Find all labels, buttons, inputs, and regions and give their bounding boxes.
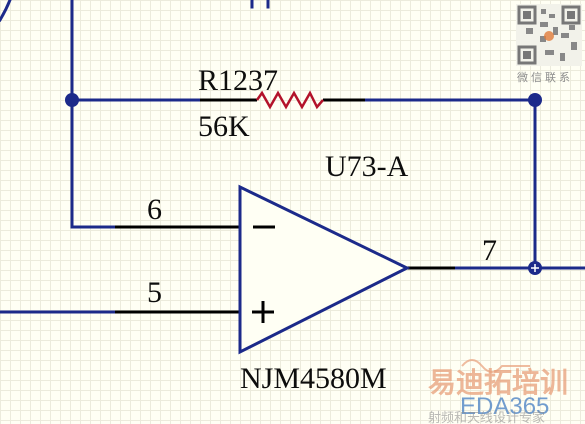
qr-code-icon — [516, 4, 582, 66]
pin-label-7: 7 — [482, 234, 497, 267]
capacitor-stub — [250, 0, 270, 9]
pin-label-5: 5 — [147, 276, 162, 309]
pin-label-6: 6 — [147, 193, 162, 226]
resistor-symbol[interactable] — [255, 90, 324, 110]
plus-sign-icon — [252, 301, 274, 323]
antenna-logo-icon — [461, 359, 530, 373]
resistor-designator: R1237 — [198, 64, 278, 97]
qr-caption: 微信联系 — [517, 70, 573, 84]
opamp-body[interactable] — [238, 184, 411, 355]
wire-fragment-top-left — [0, 0, 12, 23]
opamp-part-number: NJM4580M — [240, 362, 387, 395]
junction-dot — [528, 93, 542, 107]
opamp-designator: U73-A — [325, 150, 409, 183]
resistor-value: 56K — [198, 110, 250, 143]
brand-tagline: 射频和天线设计专家 — [428, 410, 545, 424]
wire-feedback-left[interactable] — [70, 0, 117, 229]
brand-en: EDA365 — [460, 393, 549, 420]
junction-dot — [65, 93, 79, 107]
junction-cross-icon — [531, 264, 539, 272]
brand-cn: 易迪拓培训 — [428, 366, 568, 399]
